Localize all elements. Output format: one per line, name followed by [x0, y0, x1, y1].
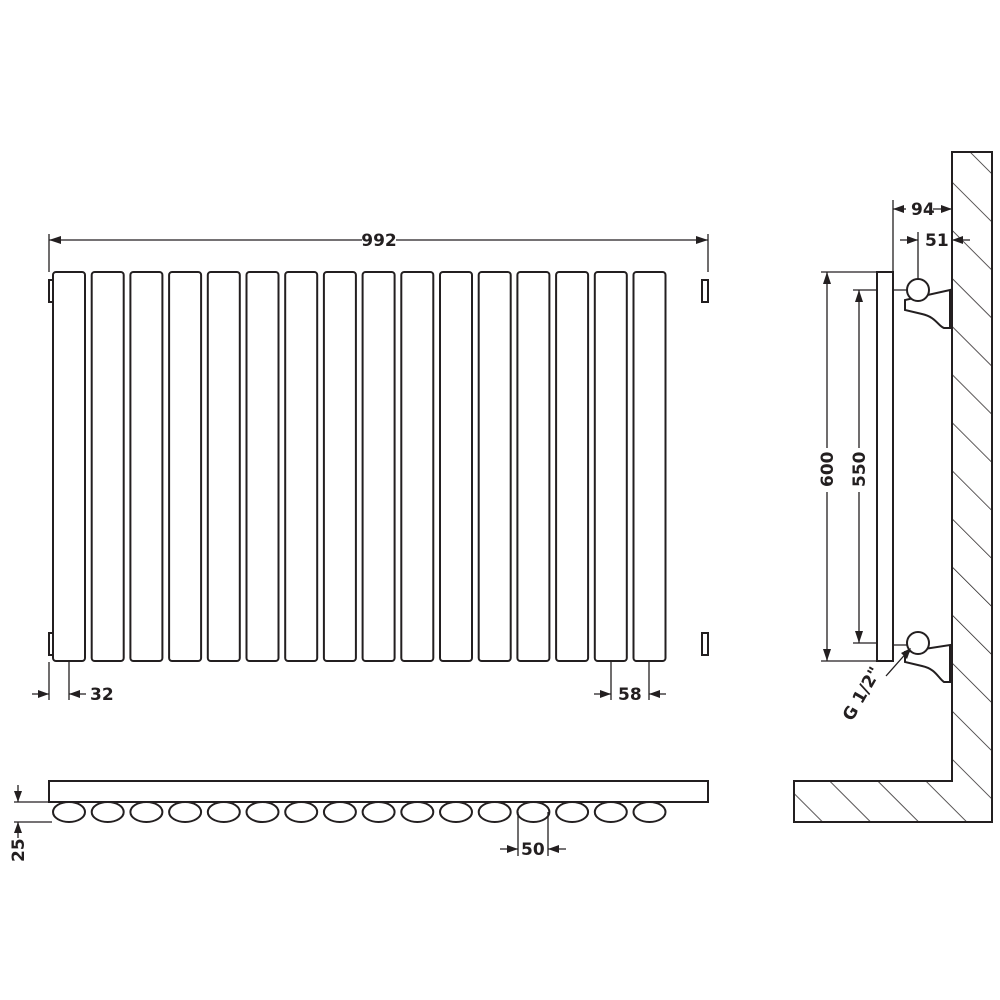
bottom-spacing-dimension: 50 — [500, 812, 566, 860]
radiator-column — [206, 271, 241, 662]
pipe-centres-dimension: 550 — [850, 289, 877, 644]
plan-column-section — [516, 801, 551, 823]
pipe-offset-dimension: 51 — [900, 231, 970, 280]
top-header-stub-right — [701, 279, 709, 303]
plan-column-section — [284, 801, 319, 823]
bottom-header-stub-right — [701, 632, 709, 656]
radiator-column — [400, 271, 435, 662]
plan-column-section — [361, 801, 396, 823]
plan-column-section — [90, 801, 125, 823]
column-spacing-label: 58 — [618, 685, 642, 705]
bottom-wall-bracket — [904, 631, 951, 683]
plan-column-section — [245, 801, 280, 823]
depth-dimension: 25 — [9, 785, 52, 862]
height-dimension: 600 — [818, 271, 890, 662]
wall-depth-dimension: 94 — [892, 200, 952, 272]
overall-width-label: 992 — [361, 231, 397, 251]
connection-size-callout: G 1/2" — [839, 648, 911, 725]
end-offset-label: 32 — [90, 685, 114, 705]
side-view: 600 550 94 51 — [793, 151, 993, 823]
wall-section — [793, 151, 993, 823]
radiator-column — [322, 271, 357, 662]
bottom-spacing-label: 50 — [521, 840, 545, 860]
radiator-column — [168, 271, 203, 662]
plan-column-section — [129, 801, 164, 823]
radiator-column — [555, 271, 590, 662]
depth-label: 25 — [9, 838, 29, 862]
radiator-column — [52, 271, 86, 662]
overall-width-dimension: 992 — [48, 231, 709, 272]
radiator-column — [245, 271, 280, 662]
column-spacing-dimension: 58 — [594, 662, 666, 705]
plan-column-section — [593, 801, 628, 823]
radiator-column — [90, 271, 125, 662]
front-view: 992 32 58 — [32, 231, 709, 705]
plan-header-bar — [48, 780, 709, 803]
connection-size-label: G 1/2" — [839, 664, 886, 725]
height-label: 600 — [818, 451, 838, 487]
plan-column-sections — [52, 801, 667, 823]
pipe-offset-label: 51 — [925, 231, 949, 251]
radiator-side-profile — [876, 271, 894, 662]
bottom-pipe-connection — [906, 631, 930, 655]
radiator-column — [284, 271, 319, 662]
plan-column-section — [555, 801, 590, 823]
end-offset-dimension: 32 — [32, 662, 114, 705]
plan-column-section — [52, 801, 86, 823]
wall-depth-label: 94 — [911, 200, 935, 220]
top-pipe-connection — [906, 278, 930, 302]
plan-column-section — [400, 801, 435, 823]
radiator-column — [516, 271, 551, 662]
plan-view: 25 50 — [9, 780, 709, 862]
radiator-column — [632, 271, 667, 662]
radiator-column — [439, 271, 473, 662]
plan-column-section — [632, 801, 667, 823]
top-wall-bracket — [904, 278, 951, 329]
radiator-columns — [52, 271, 667, 662]
radiator-column — [361, 271, 396, 662]
plan-column-section — [206, 801, 241, 823]
plan-column-section — [439, 801, 473, 823]
pipe-centres-label: 550 — [850, 451, 870, 487]
radiator-column — [129, 271, 164, 662]
plan-column-section — [477, 801, 512, 823]
radiator-column — [477, 271, 512, 662]
plan-column-section — [322, 801, 357, 823]
radiator-column — [593, 271, 628, 662]
plan-column-section — [168, 801, 203, 823]
